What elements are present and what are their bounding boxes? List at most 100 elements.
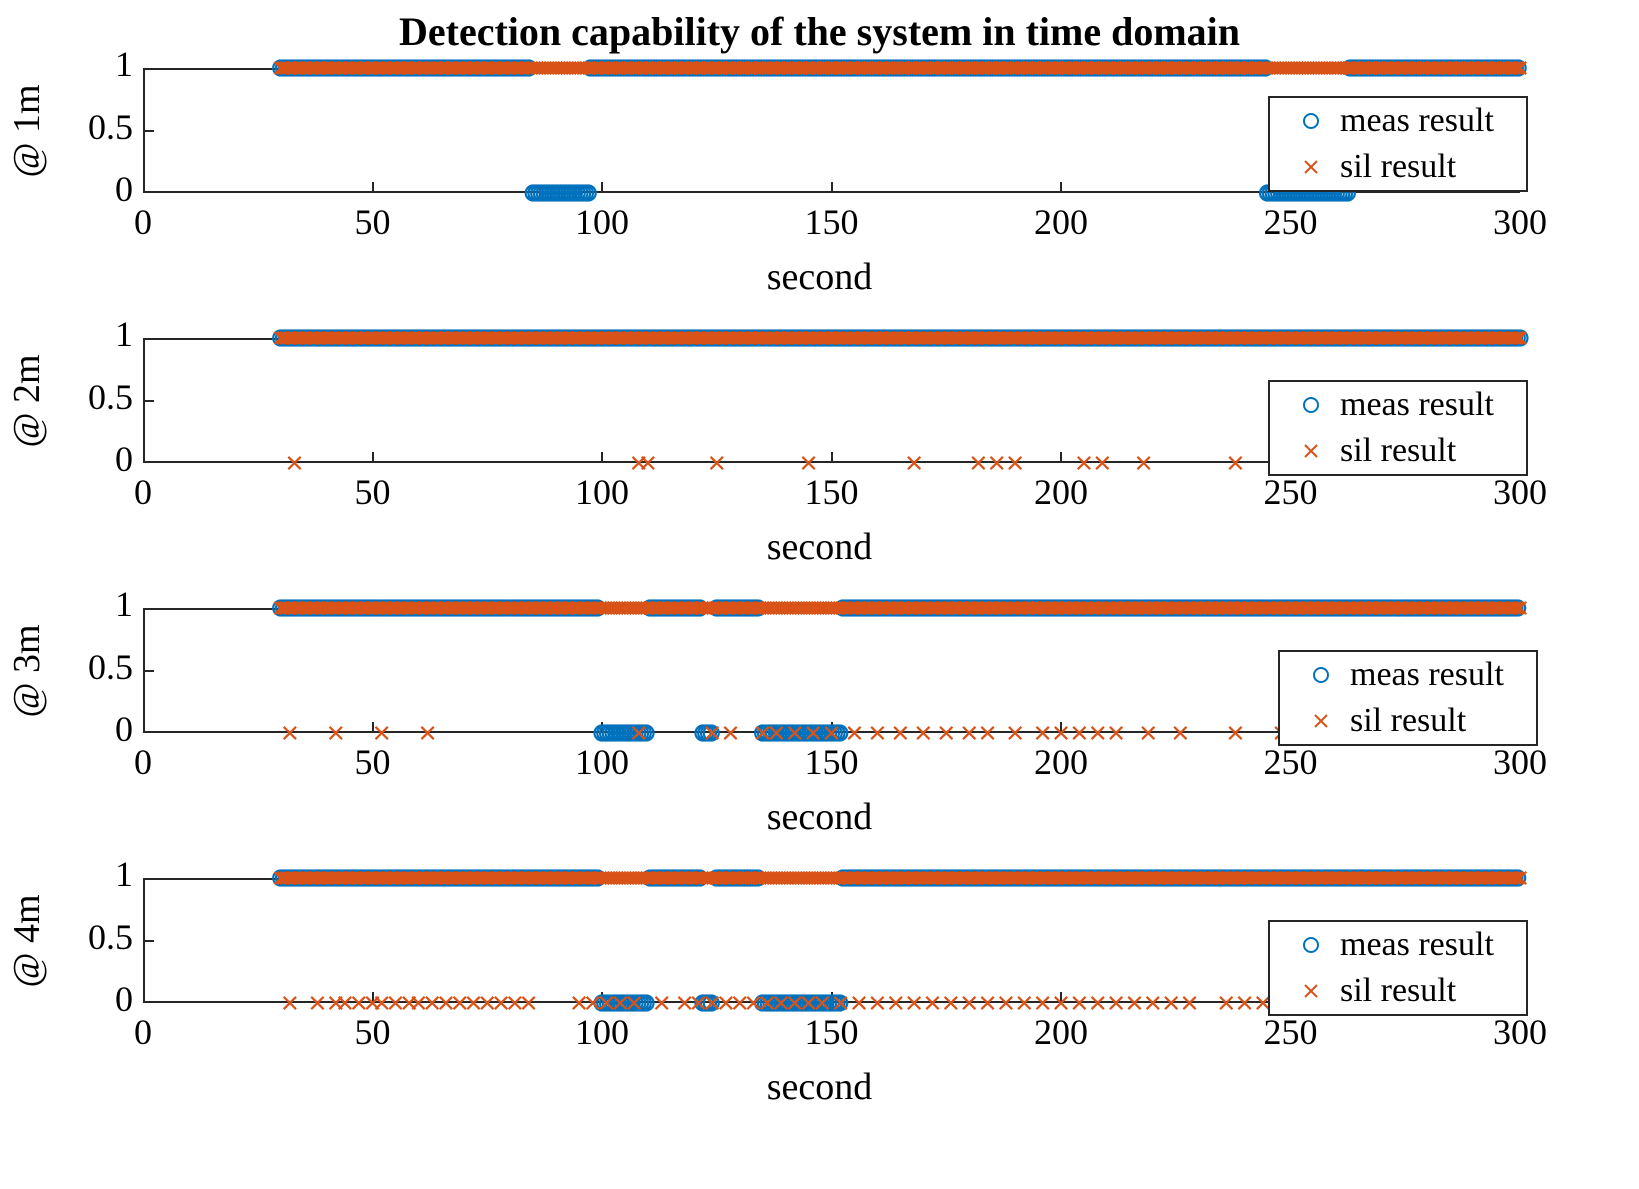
series-sil-result <box>273 601 1527 740</box>
data-markers <box>272 59 1527 202</box>
y-tick-label: 1 <box>115 854 133 894</box>
page-title: Detection capability of the system in ti… <box>398 9 1240 54</box>
x-tick-label: 300 <box>1493 1012 1547 1052</box>
x-tick-label: 100 <box>575 202 629 242</box>
x-tick-label: 50 <box>354 742 391 782</box>
circle-marker-icon <box>1288 110 1334 132</box>
legend-4[interactable]: meas result sil result <box>1268 920 1528 1016</box>
y-tick-label: 0 <box>115 979 133 1019</box>
y-tick-label: 1 <box>115 314 133 354</box>
legend-label-sil: sil result <box>1340 148 1457 185</box>
x-tick-label: 50 <box>354 1012 391 1052</box>
x-tick-label: 300 <box>1493 472 1547 512</box>
legend-label-sil: sil result <box>1350 702 1467 739</box>
legend-label-sil: sil result <box>1340 432 1457 469</box>
data-markers <box>272 329 1529 470</box>
y-tick-label: 0 <box>115 439 133 479</box>
x-tick-label: 300 <box>1493 202 1547 242</box>
x-tick-label: 150 <box>804 202 859 242</box>
x-tick-label: 200 <box>1034 1012 1088 1052</box>
x-tick-label: 250 <box>1263 1012 1318 1052</box>
x-tick-label: 0 <box>134 1012 152 1052</box>
x-axis-label-1: second <box>766 256 873 298</box>
x-tick-mark <box>371 182 374 193</box>
legend-item-meas[interactable]: meas result <box>1270 922 1526 968</box>
x-tick-label: 0 <box>134 472 152 512</box>
legend-1[interactable]: meas result sil result <box>1268 96 1528 192</box>
x-tick-label: 200 <box>1034 742 1088 782</box>
x-axis-label-2: second <box>766 526 873 568</box>
x-tick-label: 300 <box>1493 742 1547 782</box>
x-tick-label: 250 <box>1263 202 1318 242</box>
x-tick-label: 50 <box>354 202 391 242</box>
circle-marker-icon <box>1288 394 1334 416</box>
x-tick-label: 100 <box>575 742 629 782</box>
x-tick-mark <box>1060 182 1062 193</box>
x-tick-mark <box>1060 452 1062 463</box>
cross-marker-icon <box>1298 710 1344 732</box>
legend-label-meas: meas result <box>1340 926 1494 963</box>
y-tick-label: 0.5 <box>88 106 133 147</box>
x-tick-mark <box>371 722 374 733</box>
x-tick-mark <box>371 452 374 463</box>
x-tick-mark <box>601 452 603 463</box>
legend-item-meas[interactable]: meas result <box>1270 98 1526 144</box>
y-tick-mark <box>143 129 154 132</box>
legend-label-meas: meas result <box>1340 102 1494 139</box>
x-tick-mark <box>830 452 833 463</box>
x-tick-label: 100 <box>575 1012 629 1052</box>
series-sil-result <box>273 61 1527 75</box>
x-tick-label: 200 <box>1034 472 1088 512</box>
legend-label-sil: sil result <box>1340 972 1457 1009</box>
circle-marker-icon <box>1298 664 1344 686</box>
y-tick-label: 1 <box>115 44 133 84</box>
x-tick-label: 150 <box>804 742 859 782</box>
x-tick-label: 250 <box>1263 472 1318 512</box>
x-tick-label: 250 <box>1263 742 1318 782</box>
x-tick-mark <box>1060 722 1062 733</box>
legend-label-meas: meas result <box>1340 386 1494 423</box>
y-tick-mark <box>143 669 154 672</box>
legend-item-sil[interactable]: sil result <box>1280 698 1536 744</box>
y-tick-label: 0.5 <box>88 646 133 687</box>
series-sil-result <box>273 871 1527 1010</box>
x-tick-label: 200 <box>1034 202 1088 242</box>
legend-3[interactable]: meas result sil result <box>1278 650 1538 746</box>
y-tick-label: 0.5 <box>88 376 133 417</box>
x-tick-mark <box>1060 992 1062 1003</box>
x-tick-label: 50 <box>354 472 391 512</box>
circle-marker-icon <box>1288 934 1334 956</box>
y-tick-label: 0.5 <box>88 916 133 957</box>
x-tick-label: 150 <box>804 1012 859 1052</box>
x-tick-label: 100 <box>575 472 629 512</box>
x-axis-label-4: second <box>766 1066 873 1108</box>
data-markers <box>272 869 1527 1012</box>
cross-marker-icon <box>1288 156 1334 178</box>
cross-marker-icon <box>1288 440 1334 462</box>
cross-marker-icon <box>1288 980 1334 1002</box>
y-tick-label: 0 <box>115 169 133 209</box>
legend-item-meas[interactable]: meas result <box>1270 382 1526 428</box>
legend-item-sil[interactable]: sil result <box>1270 428 1526 474</box>
series-sil-result <box>273 331 1527 470</box>
x-tick-mark <box>830 182 833 193</box>
legend-2[interactable]: meas result sil result <box>1268 380 1528 476</box>
x-tick-label: 0 <box>134 202 152 242</box>
legend-item-meas[interactable]: meas result <box>1280 652 1536 698</box>
x-tick-mark <box>371 992 374 1003</box>
data-markers <box>272 599 1527 742</box>
x-axis-label-3: second <box>766 796 873 838</box>
y-tick-mark <box>143 939 154 942</box>
legend-label-meas: meas result <box>1350 656 1504 693</box>
x-tick-label: 0 <box>134 742 152 782</box>
legend-item-sil[interactable]: sil result <box>1270 968 1526 1014</box>
y-tick-label: 1 <box>115 584 133 624</box>
legend-item-sil[interactable]: sil result <box>1270 144 1526 190</box>
y-tick-mark <box>143 399 154 402</box>
x-tick-label: 150 <box>804 472 859 512</box>
